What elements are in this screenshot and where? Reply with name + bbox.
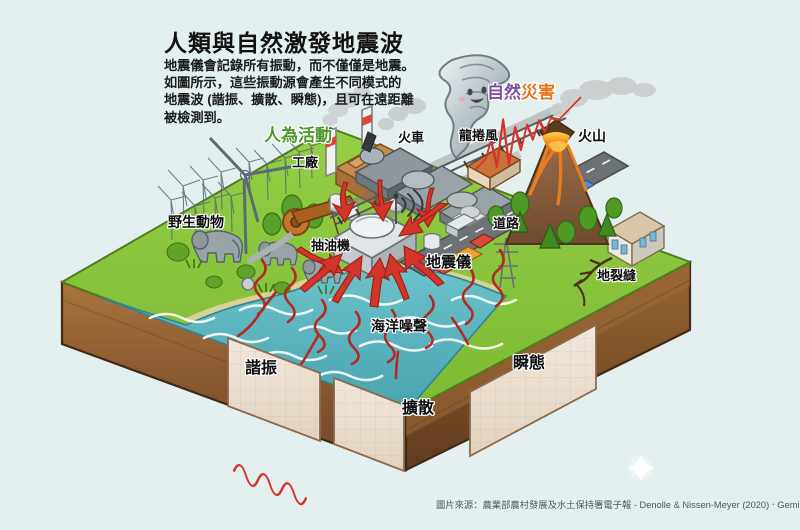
transient-waveform: [475, 96, 582, 170]
waveform-panel-harmonic: [227, 336, 321, 506]
label-pumpjack: 抽油機: [311, 238, 351, 253]
building-right: [606, 211, 666, 268]
label-waveform-diffuse: 擴散: [402, 400, 435, 417]
buildings: [466, 147, 666, 268]
page-title: 人類與自然激發地震波: [164, 30, 404, 56]
trees-right: [487, 191, 623, 249]
lava-flows: [528, 144, 588, 206]
waveform-panel-transient: [469, 96, 597, 458]
harmonic-waveform: [232, 463, 308, 506]
label-tornado: 龍捲風: [459, 128, 499, 143]
sparkle-decoration: [627, 454, 655, 482]
label-train: 火車: [398, 130, 425, 145]
label-waveform-transient: 瞬態: [513, 355, 546, 372]
label-waveform-harmonic: 諧振: [245, 360, 278, 377]
antenna-icon: [393, 189, 424, 224]
vibration-arrows: [294, 179, 450, 308]
vibration-squiggles: [236, 248, 505, 380]
label-ground-fissure: 地裂縫: [597, 268, 637, 283]
factory-smoke: [322, 86, 371, 126]
tornado-character: [438, 54, 511, 160]
label-ocean-noise: 海洋噪聲: [371, 318, 427, 334]
natural-disaster-prefix: 自然: [487, 83, 521, 102]
label-seismometer: 地震儀: [426, 254, 472, 271]
label-factory: 工廠: [292, 155, 319, 170]
volcano-smoke: [550, 77, 656, 117]
label-wildlife: 野生動物: [168, 214, 224, 230]
category-label-natural-disaster: 自然災害: [487, 78, 555, 103]
category-label-human-activity: 人為活動: [264, 126, 332, 145]
label-road: 道路: [493, 216, 520, 231]
natural-disaster-suffix: 災害: [521, 83, 555, 102]
image-credit: 圖片來源：農業部農村發展及水土保持署電子報 - Denolle & Nissen…: [436, 500, 800, 510]
ground-fissure-crack: [573, 256, 613, 307]
factory-chimney: [325, 126, 337, 178]
label-volcano: 火山: [578, 128, 606, 144]
waveform-panel-diffuse: [333, 376, 405, 473]
tornado-face: [458, 86, 496, 103]
page-subtitle: 地震儀會記錄所有振動，而不僅僅是地震。 如圖所示，這些振動源會產生不同模式的 地…: [164, 58, 415, 125]
